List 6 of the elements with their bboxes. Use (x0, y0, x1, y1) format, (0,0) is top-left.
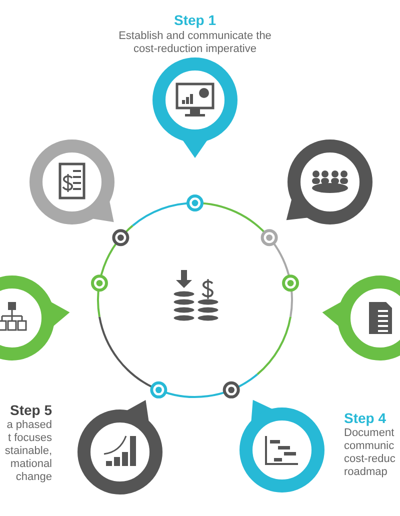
step-description: Document communic cost-reduc roadmap (344, 427, 396, 479)
step-heading: Step 5 (8, 402, 52, 418)
step-heading: Step 1 (172, 12, 217, 28)
step-description: a phased t focuses stainable, mational change (4, 419, 52, 484)
step-description: Establish and communicate the cost-reduction imperative (118, 30, 272, 56)
step-heading: Step 4 (344, 410, 388, 426)
